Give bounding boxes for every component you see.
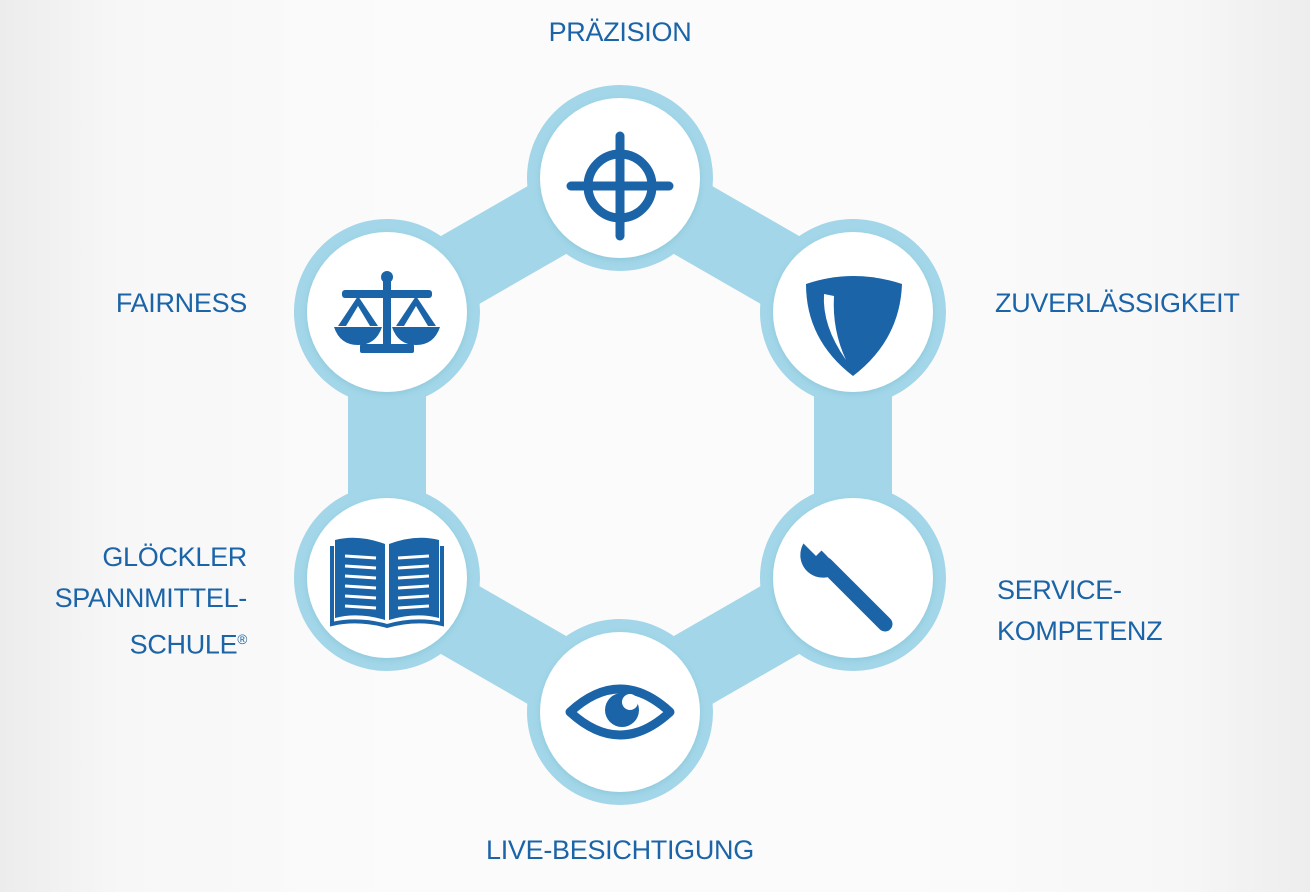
label-live-besichtigung: LIVE-BESICHTIGUNG (0, 830, 1240, 871)
label-servicekompetenz: SERVICE- KOMPETENZ (997, 570, 1163, 652)
label-line: SERVICE- (997, 575, 1122, 605)
crosshair-icon (566, 131, 674, 241)
label-line: KOMPETENZ (997, 616, 1163, 646)
label-line: FAIRNESS (115, 288, 247, 318)
label-line-with-mark: SCHULE® (0, 619, 248, 665)
label-fairness: FAIRNESS (0, 283, 247, 324)
label-line: SCHULE (129, 629, 238, 660)
node-spannmittelschule (294, 485, 480, 671)
label-line: PRÄZISION (548, 17, 692, 47)
scales-icon (334, 271, 440, 353)
book-icon (330, 537, 444, 629)
node-servicekompetenz (760, 485, 946, 671)
node-fairness (294, 219, 480, 405)
registered-mark: ® (237, 632, 247, 647)
label-line: LIVE-BESICHTIGUNG (486, 835, 754, 865)
label-zuverlaessigkeit: ZUVERLÄSSIGKEIT (995, 283, 1240, 324)
label-line: GLÖCKLER (102, 542, 247, 572)
node-zuverlaessigkeit (760, 219, 946, 405)
label-line: SPANNMITTEL- (54, 583, 248, 613)
label-praezision: PRÄZISION (0, 12, 1240, 53)
label-spannmittelschule: GLÖCKLER SPANNMITTEL- SCHULE® (0, 537, 248, 665)
wrench-icon (800, 530, 893, 632)
eye-icon (565, 684, 675, 740)
shield-icon (806, 276, 902, 376)
node-live-besichtigung (527, 619, 713, 805)
label-line: ZUVERLÄSSIGKEIT (995, 288, 1240, 318)
node-praezision (527, 85, 713, 271)
